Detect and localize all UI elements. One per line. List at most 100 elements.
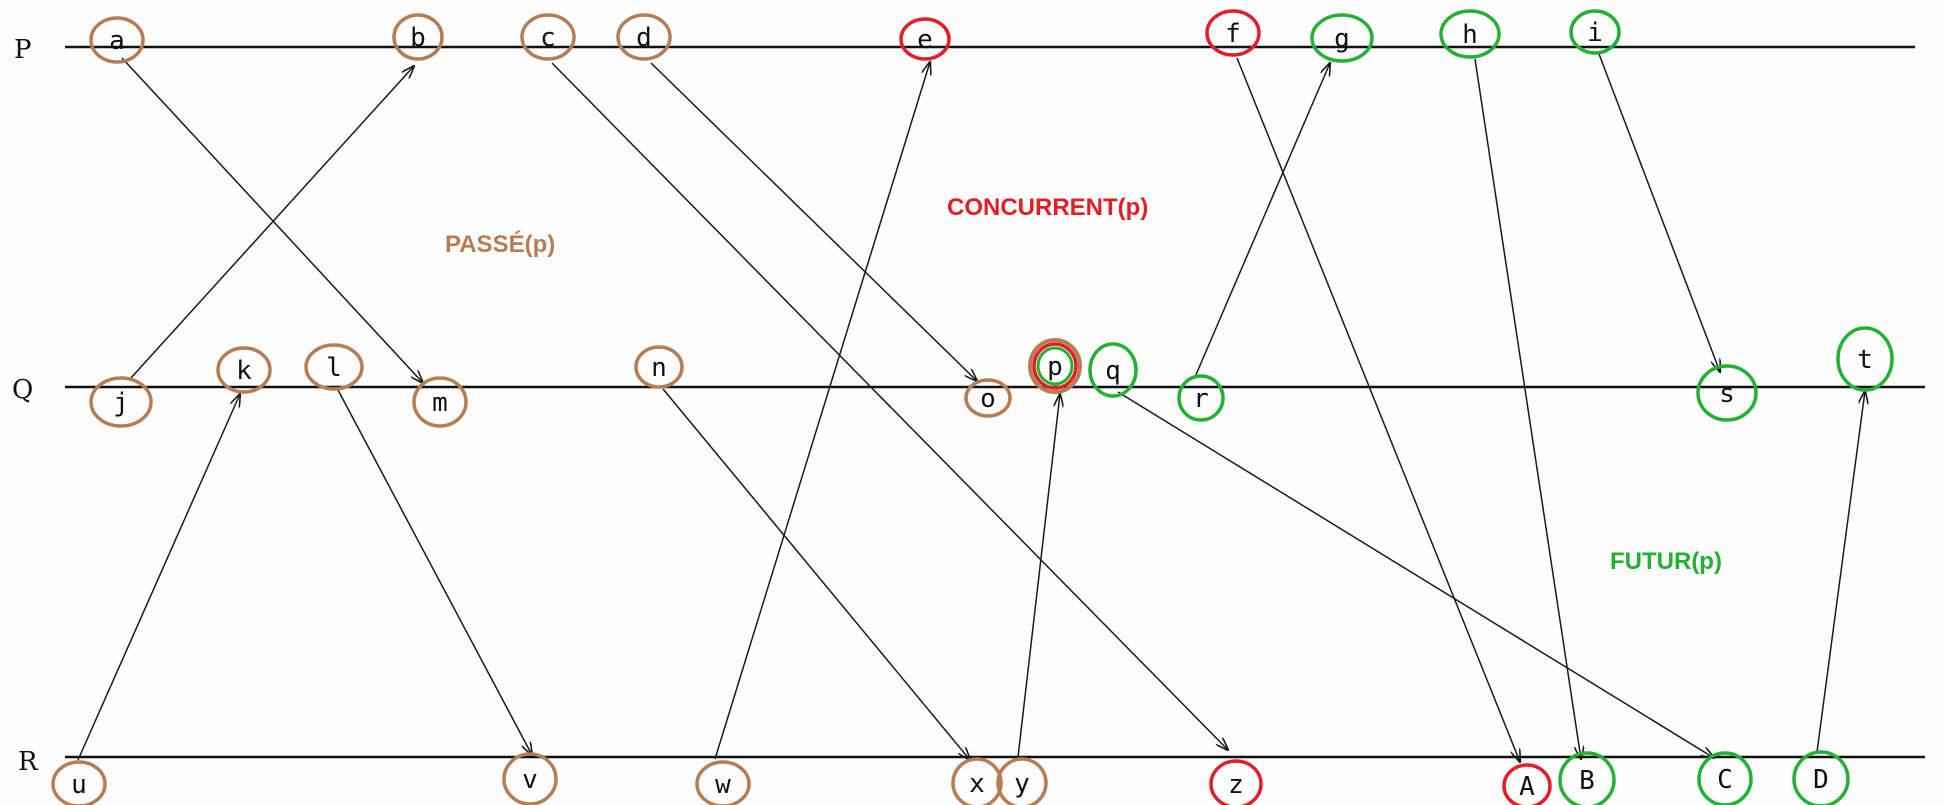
event-A: A xyxy=(1502,763,1552,805)
message-arrow-c-z xyxy=(551,62,1228,750)
event-ring-passe xyxy=(51,760,107,805)
event-ring-passe xyxy=(392,13,444,61)
event-label: u xyxy=(71,770,87,800)
event-n: n xyxy=(634,345,684,389)
event-ring-passe xyxy=(634,345,684,389)
event-label: i xyxy=(1587,18,1603,48)
event-label: p xyxy=(1047,352,1063,382)
event-t: t xyxy=(1836,326,1894,392)
event-q: q xyxy=(1088,342,1138,398)
event-ring-futur xyxy=(1310,13,1374,63)
event-label: x xyxy=(969,769,985,799)
event-ring-futur xyxy=(1697,751,1753,805)
event-label: q xyxy=(1105,356,1121,386)
event-label: n xyxy=(651,353,667,383)
event-l: l xyxy=(304,343,364,391)
event-label: B xyxy=(1579,766,1595,796)
event-f: f xyxy=(1205,9,1261,57)
event-label: e xyxy=(917,25,933,55)
event-label: r xyxy=(1193,384,1209,414)
event-u: u xyxy=(51,760,107,805)
event-ring-futur xyxy=(1177,374,1225,422)
event-w: w xyxy=(695,760,751,805)
message-arrow-d-o xyxy=(650,62,977,381)
event-ring-futur xyxy=(1036,346,1074,386)
message-arrow-u-k xyxy=(77,394,240,761)
event-label: d xyxy=(636,23,652,53)
event-ring-passe xyxy=(412,376,468,428)
event-ring-passe xyxy=(695,760,751,805)
event-ring-passe xyxy=(996,757,1048,805)
event-label: A xyxy=(1519,772,1535,802)
message-arrow-D-t xyxy=(1816,391,1865,753)
event-ring-futur xyxy=(1696,364,1758,422)
event-label: z xyxy=(1228,770,1244,800)
event-C: C xyxy=(1697,751,1753,805)
event-ring-passe xyxy=(89,376,153,428)
event-ring-concurrent xyxy=(1502,763,1552,805)
event-ring-passe xyxy=(951,757,1003,805)
event-ring-concurrent xyxy=(1209,759,1263,805)
event-label: c xyxy=(540,23,556,53)
event-D: D xyxy=(1792,750,1850,805)
event-ring-passe xyxy=(304,343,364,391)
event-label: l xyxy=(326,353,342,383)
event-x: x xyxy=(951,757,1003,805)
event-ring-passe xyxy=(520,13,576,61)
event-label: a xyxy=(109,26,125,56)
event-B: B xyxy=(1558,751,1616,805)
process-label-q: Q xyxy=(12,375,33,405)
event-label: y xyxy=(1014,769,1030,799)
event-ring-futur xyxy=(1558,751,1616,805)
event-ring-passe xyxy=(216,346,272,394)
event-ring-passe xyxy=(964,378,1012,418)
event-r: r xyxy=(1177,374,1225,422)
event-label: t xyxy=(1857,345,1873,375)
event-ring-passe xyxy=(1028,338,1082,394)
event-y: y xyxy=(996,757,1048,805)
message-arrow-n-x xyxy=(662,388,970,760)
event-s: s xyxy=(1696,364,1758,422)
event-g: g xyxy=(1310,13,1374,63)
event-ring-concurrent xyxy=(1032,342,1078,390)
event-d: d xyxy=(616,13,672,61)
event-i: i xyxy=(1569,9,1621,55)
region-label-futur: FUTUR(p) xyxy=(1610,548,1722,575)
event-label: C xyxy=(1717,765,1733,795)
event-b: b xyxy=(392,13,444,61)
region-labels: PASSÉ(p)CONCURRENT(p)FUTUR(p) xyxy=(445,194,1722,575)
message-arrow-f-A xyxy=(1236,57,1520,762)
process-lines: PQR xyxy=(12,35,1925,777)
event-ring-passe xyxy=(502,752,558,805)
message-arrow-r-g xyxy=(1194,63,1330,378)
event-label: s xyxy=(1719,379,1735,409)
event-ring-passe xyxy=(616,13,672,61)
message-arrow-w-e xyxy=(714,62,930,760)
event-j: j xyxy=(89,376,153,428)
event-ring-futur xyxy=(1439,9,1501,59)
event-z: z xyxy=(1209,759,1263,805)
message-arrow-a-m xyxy=(121,57,423,383)
region-label-passe: PASSÉ(p) xyxy=(445,230,555,258)
event-label: m xyxy=(432,388,448,418)
event-label: j xyxy=(113,388,129,418)
event-ring-futur xyxy=(1569,9,1621,55)
event-ring-futur xyxy=(1088,342,1138,398)
event-v: v xyxy=(502,752,558,805)
message-arrow-i-s xyxy=(1598,53,1720,372)
message-arrow-l-v xyxy=(337,389,532,755)
event-label: o xyxy=(980,384,996,414)
event-label: k xyxy=(236,356,252,386)
event-m: m xyxy=(412,376,468,428)
event-label: v xyxy=(522,765,538,795)
event-c: c xyxy=(520,13,576,61)
event-ring-concurrent xyxy=(1205,9,1261,57)
message-arrow-q-C xyxy=(1117,391,1714,758)
event-label: f xyxy=(1225,19,1241,49)
event-label: h xyxy=(1462,20,1478,50)
message-arrow-y-p xyxy=(1017,394,1060,758)
event-h: h xyxy=(1439,9,1501,59)
event-ring-futur xyxy=(1836,326,1894,392)
